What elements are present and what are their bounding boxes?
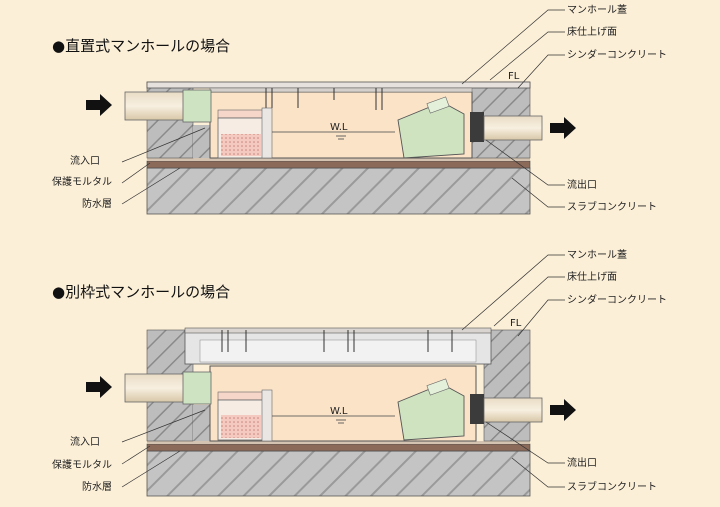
- inlet-arrow-icon: [86, 94, 112, 116]
- waterproof-layer-2: [146, 443, 531, 452]
- diagram-1: ●直置式マンホールの場合 W.L: [52, 4, 667, 215]
- leader-lines-2: [121, 254, 565, 488]
- protective-mortar: [147, 158, 530, 161]
- outlet-pipe: [483, 115, 543, 141]
- cover-bolts: [265, 88, 383, 110]
- baffle-plate-2: [261, 389, 273, 442]
- diagram-2-title: ●別枠式マンホールの場合: [52, 283, 230, 301]
- manhole-cover-2: [184, 327, 492, 334]
- basket-top: [217, 109, 265, 119]
- label-inlet-2: 流入口: [70, 435, 100, 448]
- outlet-arrow-icon: [550, 117, 576, 139]
- label-waterproof-layer-2: 防水層: [82, 480, 112, 493]
- inlet-arrow-icon-2: [86, 376, 112, 398]
- water-level-mark: [336, 135, 346, 140]
- basket-sludge-2: [221, 415, 261, 438]
- outlet-arrow-icon-2: [550, 399, 576, 421]
- outlet-flange-2: [470, 394, 484, 424]
- cover-bolts-2: [221, 330, 453, 352]
- label-floor-finish: 床仕上げ面: [567, 25, 617, 38]
- diagram-2: ●別枠式マンホールの場合 W.L: [52, 249, 667, 497]
- cinder-under-inlet-2: [193, 405, 213, 441]
- water-level-mark-2: [336, 419, 346, 424]
- cover-frame: [209, 87, 473, 93]
- protective-mortar-2: [147, 441, 530, 444]
- trap-handle: [426, 96, 450, 114]
- inlet-socket: [182, 89, 212, 123]
- slab-concrete-2: [146, 450, 531, 497]
- label-protective-mortar-2: 保護モルタル: [52, 458, 112, 471]
- inlet-pipe: [124, 91, 186, 121]
- inlet-pipe-2: [124, 373, 186, 403]
- label-waterproof-layer: 防水層: [82, 197, 112, 210]
- cinder-right-2: [483, 329, 531, 442]
- label-slab-concrete-2: スラブコンクリート: [567, 480, 657, 493]
- wl-label: W.L: [330, 122, 348, 133]
- label-cinder-concrete: シンダーコンクリート: [567, 48, 667, 61]
- inlet-socket-2: [182, 371, 212, 405]
- label-fl: FL: [508, 71, 520, 82]
- slab-concrete: [146, 167, 531, 215]
- label-fl-2: FL: [510, 318, 522, 329]
- manhole-cover: [146, 81, 531, 89]
- trap-handle-2: [426, 378, 450, 396]
- label-slab-concrete: スラブコンクリート: [567, 200, 657, 213]
- label-outlet: 流出口: [567, 178, 597, 191]
- outlet-flange: [470, 112, 484, 142]
- label-protective-mortar: 保護モルタル: [52, 175, 112, 188]
- label-floor-finish-2: 床仕上げ面: [567, 270, 617, 283]
- leader-lines-1: [121, 9, 565, 208]
- frame-inner: [199, 339, 477, 363]
- basket-sludge: [221, 134, 261, 156]
- diagram-1-title: ●直置式マンホールの場合: [52, 37, 230, 55]
- label-manhole-cover-2: マンホール蓋: [567, 249, 627, 261]
- basket-top-2: [217, 391, 265, 401]
- label-cinder-concrete-2: シンダーコンクリート: [567, 293, 667, 306]
- label-inlet: 流入口: [70, 154, 100, 167]
- label-manhole-cover: マンホール蓋: [567, 4, 627, 16]
- outlet-pipe-2: [483, 397, 543, 423]
- label-outlet-2: 流出口: [567, 456, 597, 469]
- wl-label-2: W.L: [330, 406, 348, 417]
- cinder-concrete-under-inlet: [193, 125, 213, 158]
- waterproof-layer: [146, 160, 531, 169]
- baffle-plate: [261, 107, 273, 159]
